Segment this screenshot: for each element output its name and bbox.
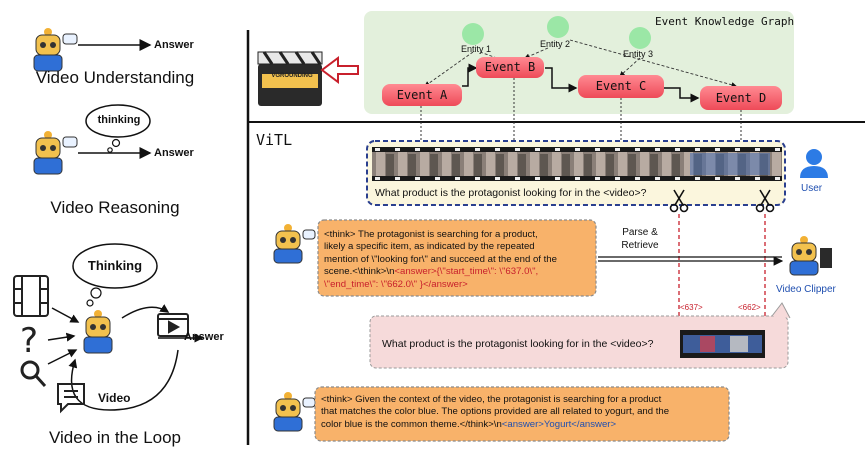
video-clipper-icon — [789, 236, 832, 276]
back-arrow-icon — [320, 56, 359, 84]
user-label: User — [801, 183, 823, 194]
search-icon — [20, 360, 47, 388]
parse-retrieve-label: Parse & Retrieve — [621, 227, 659, 251]
event-label: Event B — [484, 60, 536, 74]
user-icon — [800, 149, 828, 178]
event-label: Event C — [595, 79, 647, 93]
entity-label: Entity 3 — [623, 49, 654, 59]
entity-node — [462, 23, 484, 45]
answer-json: <answer>{\"start_time\": \"637.0\", — [394, 266, 539, 278]
robot-icon — [33, 131, 78, 175]
kg-title: Event Knowledge Graph — [655, 15, 795, 28]
event-node — [700, 86, 782, 110]
clapper-text: VGROUNDING — [271, 73, 313, 79]
video-label: Video — [98, 391, 131, 405]
think-bubble — [317, 219, 597, 297]
robot-icon — [83, 310, 113, 354]
video-clipper-label: Video Clipper — [776, 284, 836, 295]
event-node — [578, 75, 664, 98]
clapperboard-icon — [257, 51, 323, 106]
robot-icon — [273, 224, 316, 264]
entity-node — [547, 16, 569, 38]
event-node — [382, 84, 462, 106]
caption-video-reasoning: Video Reasoning — [50, 198, 180, 217]
question-icon: ? — [20, 321, 38, 361]
thought-cloud — [85, 104, 151, 138]
answer-label: Answer — [154, 39, 194, 51]
entity-label: Entity 1 — [461, 44, 492, 54]
robot-icon — [33, 28, 78, 72]
final-answer: <answer>Yogurt</answer> — [501, 418, 617, 430]
clip-query-text: What product is the protagonist looking … — [382, 338, 654, 350]
answer-label: Answer — [154, 147, 194, 159]
thought-label: Thinking — [87, 258, 143, 273]
vitl-label: ViTL — [256, 131, 293, 149]
event-label: Event A — [396, 88, 448, 102]
chat-icon — [57, 383, 85, 414]
thought-cloud — [72, 243, 158, 289]
entity-node — [629, 27, 651, 49]
think-bubble — [314, 386, 730, 442]
think-text-2: <think> Given the context of the video, … — [321, 394, 670, 430]
event-node — [476, 57, 544, 78]
entity-label: Entity 2 — [540, 39, 571, 49]
marker-start: <637> — [680, 303, 703, 312]
query-text: What product is the protagonist looking … — [375, 187, 647, 199]
robot-icon — [273, 392, 316, 432]
scissors-icon — [669, 189, 689, 213]
caption-video-understanding: Video Understanding — [35, 68, 195, 87]
scissors-icon — [755, 189, 775, 213]
caption-video-in-the-loop: Video in the Loop — [48, 428, 182, 447]
thought-label: thinking — [97, 114, 141, 126]
video-play-icon — [157, 313, 189, 337]
film-icon — [13, 275, 49, 317]
think-text-1: <think> The protagonist is searching for… — [324, 229, 557, 290]
event-label: Event D — [715, 91, 767, 105]
answer-label: Answer — [184, 331, 224, 343]
marker-end: <662> — [738, 303, 761, 312]
